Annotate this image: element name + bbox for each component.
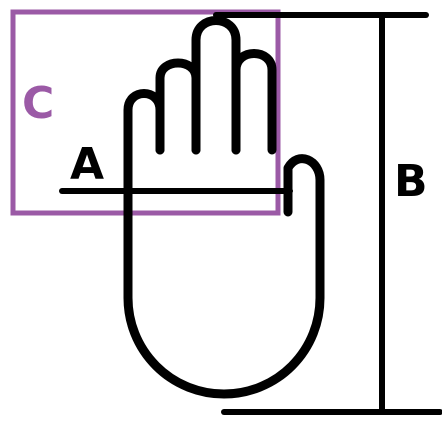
label-a: A xyxy=(70,139,104,190)
hand-outline xyxy=(128,21,320,395)
label-b: B xyxy=(394,156,428,207)
label-c: C xyxy=(22,78,54,129)
